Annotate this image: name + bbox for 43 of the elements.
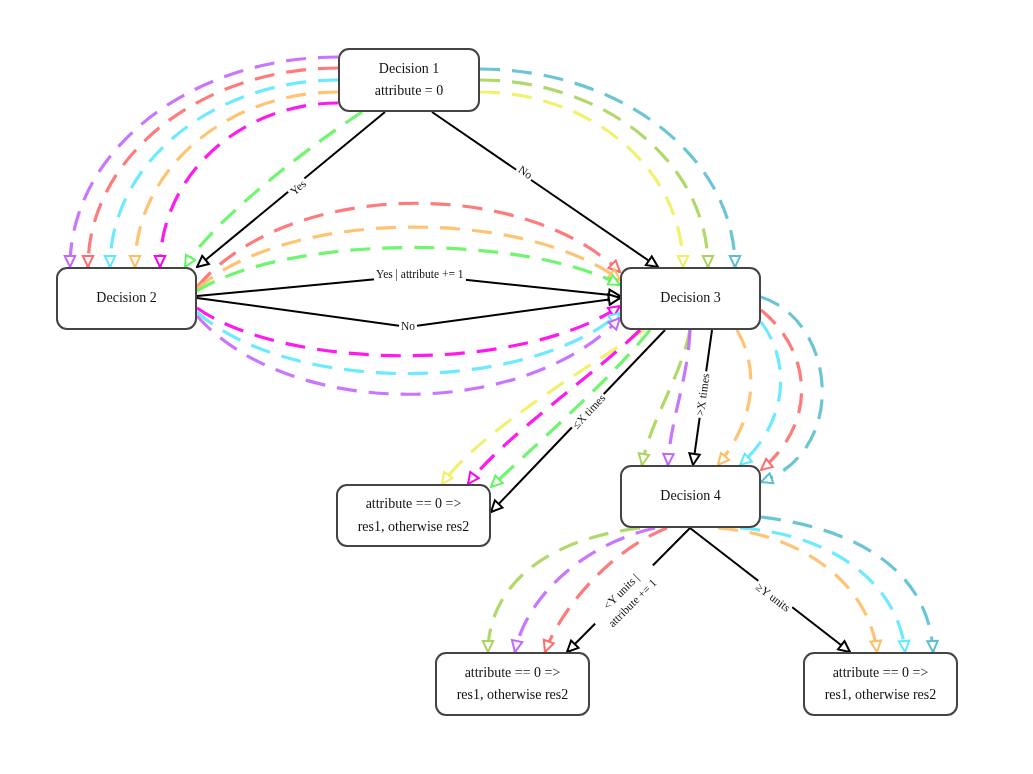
node-text: attribute == 0 => res1, otherwise res2	[455, 663, 570, 704]
node-text: Decision 4	[660, 487, 721, 506]
arrow	[739, 526, 910, 653]
arrow	[196, 111, 386, 268]
arrow	[196, 293, 621, 328]
arrow	[196, 225, 621, 291]
arrow	[662, 329, 692, 466]
edge-label: Yes | attribute += 1	[374, 267, 466, 283]
arrow	[482, 526, 641, 653]
arrow	[479, 78, 714, 268]
arrow	[129, 90, 339, 268]
arrow	[479, 90, 689, 268]
node-text: Decision 3	[660, 289, 721, 308]
arrow	[738, 321, 783, 467]
decision-box	[338, 48, 480, 112]
arrow	[196, 310, 621, 376]
result-box	[435, 652, 590, 716]
arrow	[154, 101, 339, 268]
decision-box	[56, 267, 197, 330]
result-box	[336, 484, 491, 547]
arrow	[511, 526, 656, 653]
arrow	[195, 314, 622, 396]
arrow	[543, 526, 668, 653]
arrow	[716, 329, 753, 466]
node-text: attribute = 0	[374, 82, 444, 100]
node-text: Decision 1	[378, 59, 440, 78]
arrow	[489, 328, 652, 489]
arrow	[479, 67, 741, 268]
arrow	[195, 201, 621, 289]
node-text: attribute == 0 => res1, otherwise res2	[823, 663, 938, 704]
arrow	[760, 295, 824, 484]
arrow	[196, 245, 621, 293]
node-text: Decision 2	[96, 289, 157, 308]
arrow	[759, 308, 804, 472]
arrow	[196, 304, 621, 358]
arrow	[183, 110, 363, 268]
result-box	[803, 652, 958, 716]
node-text: attribute == 0 => res1, otherwise res2	[356, 495, 471, 536]
arrow	[431, 111, 659, 268]
decision-box	[620, 267, 761, 330]
decision-box	[620, 465, 761, 528]
arrow	[760, 515, 938, 653]
arrow	[717, 526, 882, 653]
